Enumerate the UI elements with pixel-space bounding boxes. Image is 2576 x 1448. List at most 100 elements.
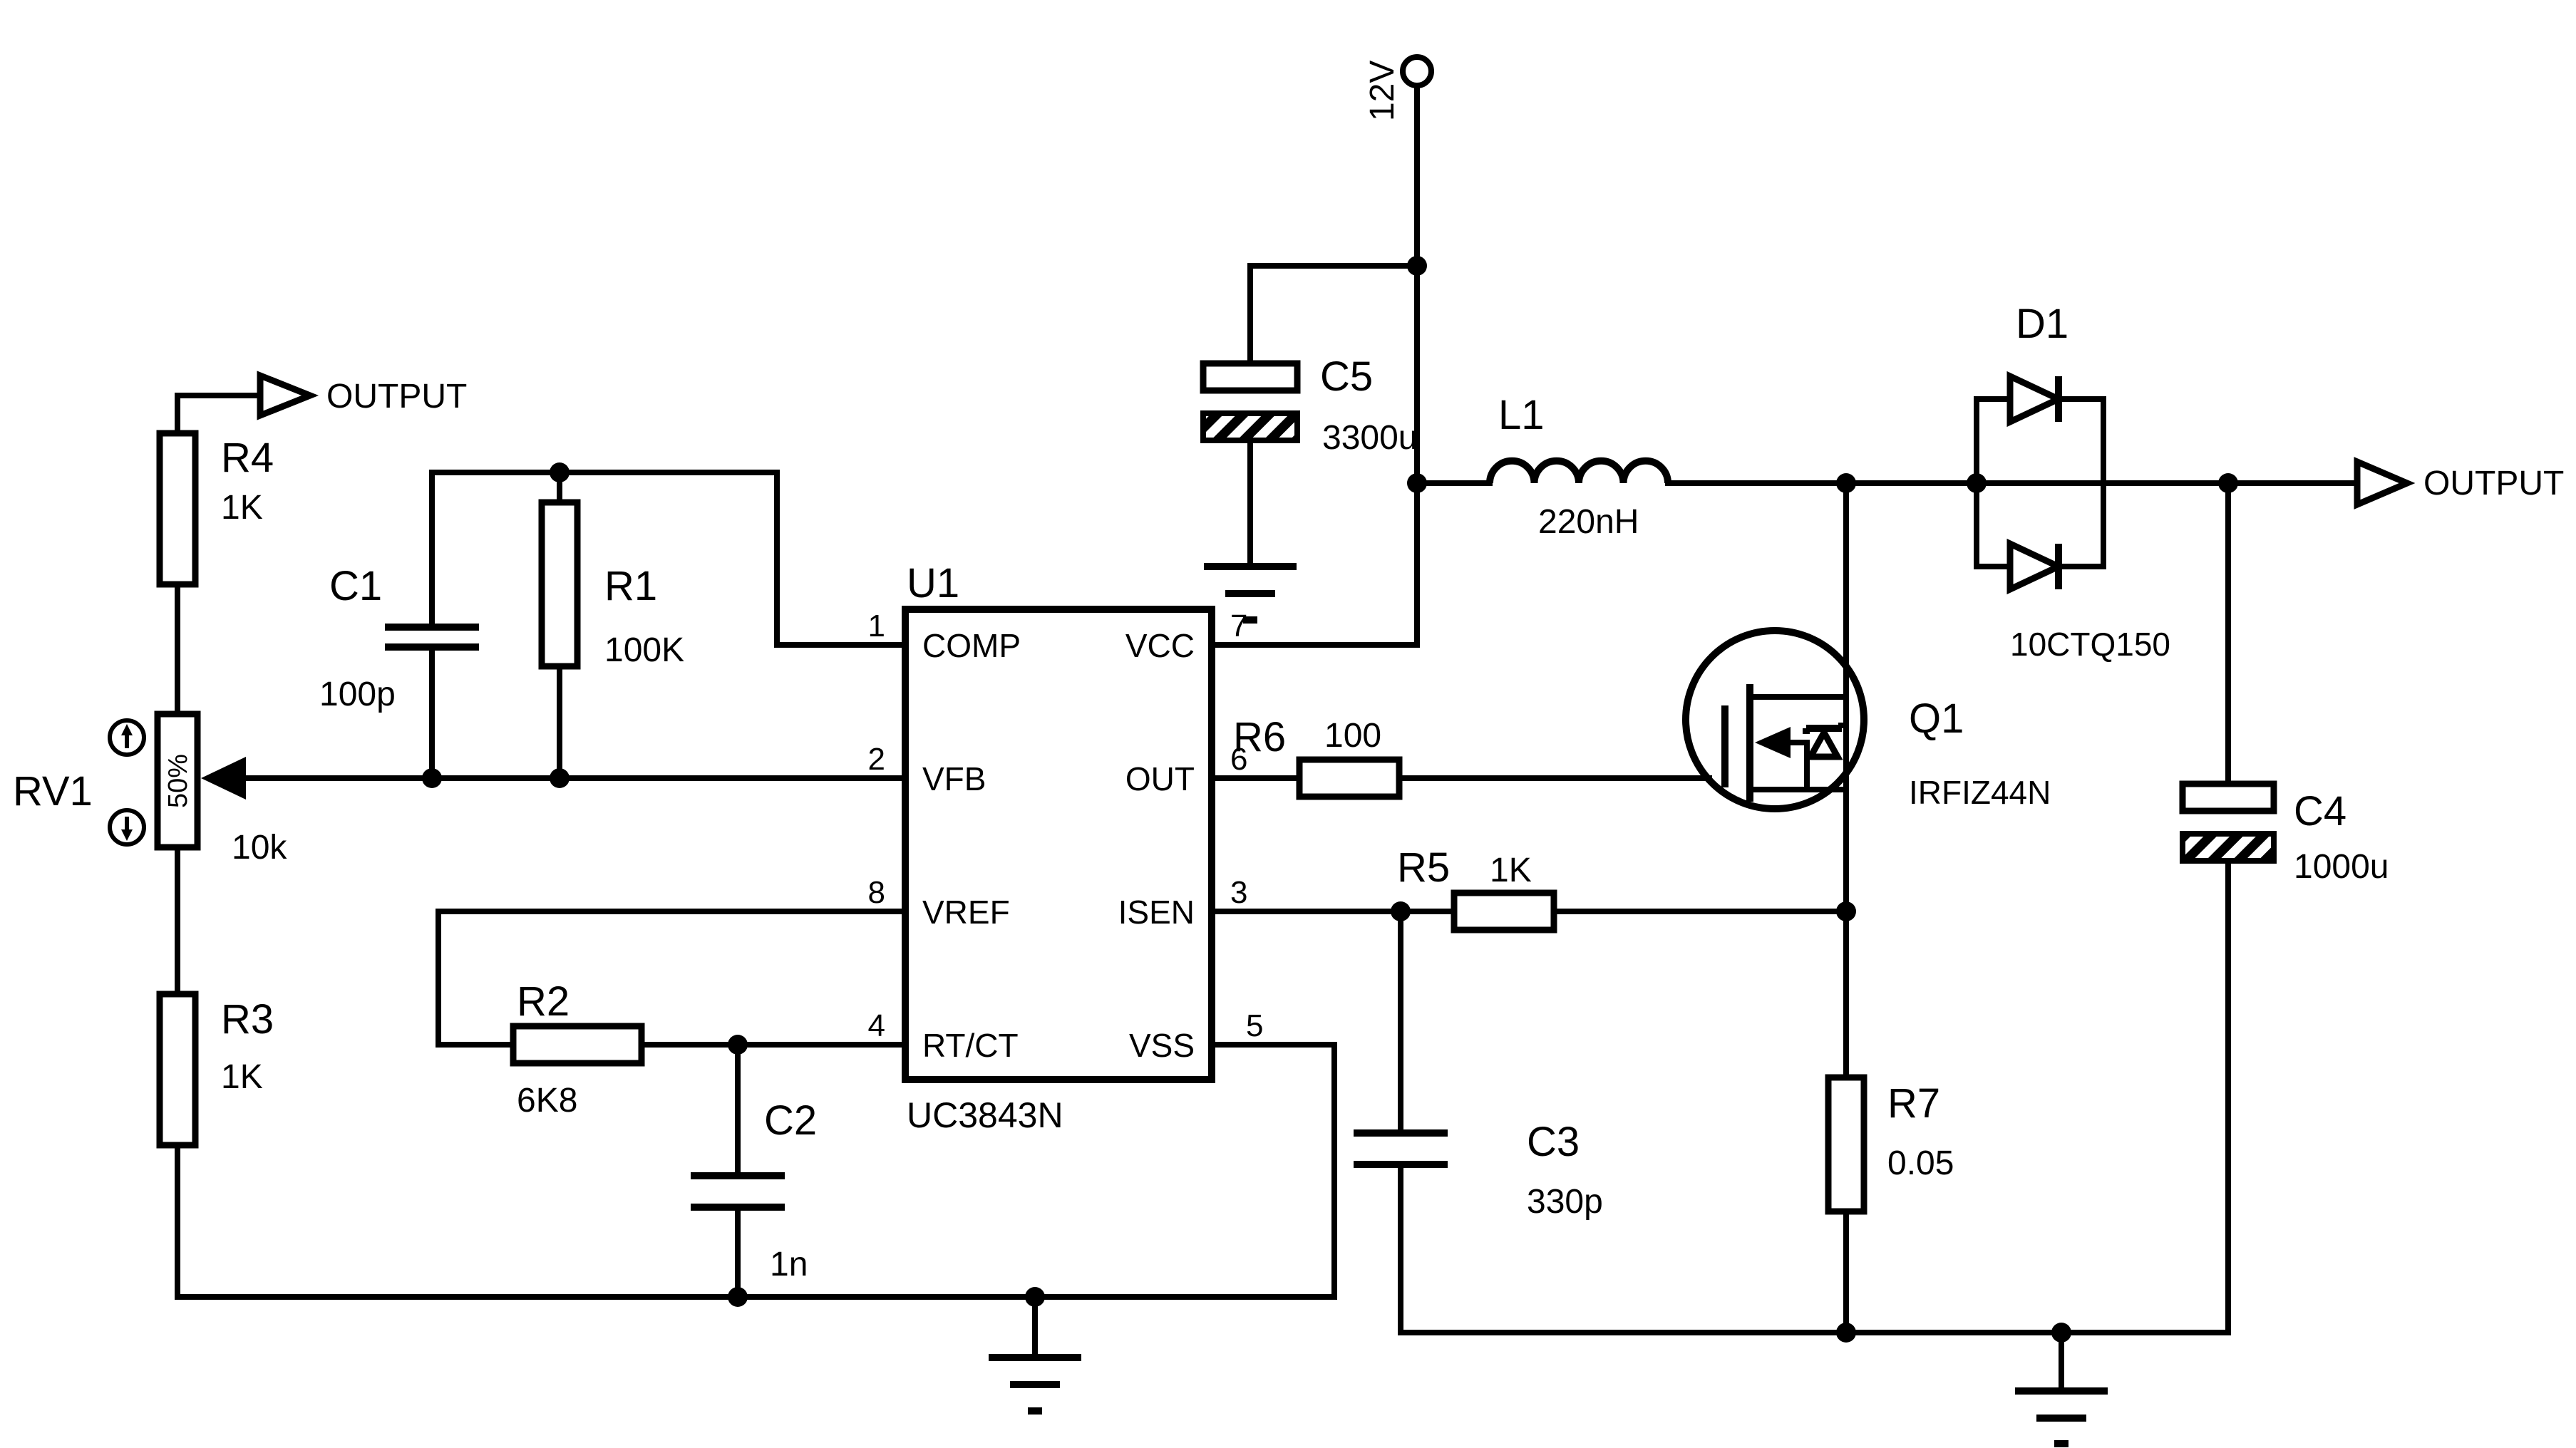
pin-name-vref: VREF (922, 894, 1010, 931)
pin-name-vss: VSS (1129, 1027, 1195, 1064)
c5-value: 3300u (1322, 419, 1417, 457)
capacitor-c4-negative-plate (2180, 831, 2277, 864)
r5-value: 1K (1490, 852, 1532, 889)
pin-name-out: OUT (1125, 760, 1195, 797)
q1-envelope (1682, 627, 1867, 812)
r3-value: 1K (221, 1058, 263, 1096)
supply-label: 12V (1364, 61, 1401, 121)
resistor-r3-body (156, 991, 199, 1149)
rv1-value: 10k (232, 829, 287, 867)
output-label-left: OUTPUT (326, 378, 467, 415)
wire-vref-rtct (436, 909, 908, 1048)
c3-value: 330p (1527, 1183, 1603, 1221)
wire-c5-branch (1247, 263, 1420, 366)
pin-num-7: 7 (1230, 609, 1247, 643)
q1-body-diode-bar (1803, 723, 1845, 734)
capacitor-c1-plates (385, 624, 479, 651)
timing-network: R2 6K8 C2 1n (436, 909, 1081, 1415)
c1-ref: C1 (329, 563, 382, 609)
wire-comp (429, 470, 908, 648)
rv1-down-arrow-head (121, 829, 133, 841)
mosfet-q1: R6 100 Q1 IRFIZ44N (1209, 480, 2051, 1080)
r4-value: 1K (221, 489, 263, 527)
rv1-up-arrow-head (121, 724, 133, 735)
d1-ref: D1 (2016, 301, 2068, 347)
d1-top-diode-icon (2006, 371, 2066, 428)
resistor-r5-body (1451, 889, 1557, 934)
rv1-ref: RV1 (13, 768, 93, 814)
pin-num-3: 3 (1230, 875, 1247, 910)
current-sense-network: R5 1K C3 330p R7 0.05 (1209, 844, 2231, 1447)
wire-vss-rail (175, 1042, 1337, 1300)
pin-num-4: 4 (868, 1008, 885, 1043)
rv1-wiper-arrow-icon (201, 757, 246, 800)
q1-part: IRFIZ44N (1909, 774, 2051, 811)
l1-value: 220nH (1538, 503, 1639, 541)
c2-ref: C2 (764, 1097, 817, 1144)
output-capacitor: C4 1000u (2179, 480, 2389, 1335)
u1-part-number: UC3843N (907, 1095, 1063, 1135)
r4-ref: R4 (221, 435, 274, 481)
output-terminal-left-icon (257, 371, 319, 420)
l1-ref: L1 (1498, 392, 1545, 438)
q1-body-diode-icon (1805, 725, 1843, 760)
pin-num-8: 8 (868, 875, 885, 910)
resistor-r6-body (1296, 756, 1403, 800)
ground-symbol-right (2015, 1330, 2108, 1447)
r7-ref: R7 (1887, 1080, 1940, 1127)
r6-ref: R6 (1233, 714, 1286, 760)
chip-u1: U1 UC3843N COMP VFB VREF RT/CT VCC OUT I… (868, 560, 1264, 1135)
feedback-network: C1 100p R1 100K (201, 470, 908, 800)
c2-value: 1n (770, 1246, 808, 1283)
u1-ref: U1 (907, 560, 959, 606)
capacitor-c5-negative-plate (1200, 410, 1300, 443)
resistor-r7-body (1825, 1074, 1867, 1215)
r1-ref: R1 (604, 563, 657, 609)
rv1-wiper-percent: 50% (163, 754, 193, 808)
output-label-right: OUTPUT (2423, 465, 2564, 502)
ground-symbol-left (989, 1294, 1081, 1415)
capacitor-c3-plates (1354, 1129, 1448, 1168)
pin-num-1: 1 (868, 609, 885, 643)
r7-value: 0.05 (1887, 1144, 1954, 1182)
wire-c3-and-ground-rail (1398, 909, 2231, 1335)
r2-ref: R2 (517, 978, 570, 1025)
q1-ref: Q1 (1909, 695, 1964, 742)
inductor-l1-coil (1486, 457, 1671, 484)
power-rail: L1 220nH D1 10CTQ150 OUTPUT (1414, 301, 2564, 663)
resistor-r1-body (538, 499, 581, 670)
c4-value: 1000u (2294, 848, 2389, 886)
ground-symbol-c5 (1204, 438, 1297, 624)
pin-name-isen: ISEN (1118, 894, 1195, 931)
resistor-r4-body (156, 430, 199, 588)
pin-name-rtct: RT/CT (922, 1027, 1019, 1064)
q1-substrate-arrow-icon (1755, 727, 1791, 758)
capacitor-c4-positive-plate (2179, 780, 2277, 814)
capacitor-c5-positive-plate (1200, 360, 1301, 394)
r2-value: 6K8 (517, 1082, 577, 1119)
wire-r4-to-output (175, 393, 263, 436)
q1-internal-leads (1747, 694, 1849, 792)
supply-terminal-icon (1400, 54, 1434, 88)
r1-value: 100K (604, 631, 684, 669)
r6-value: 100 (1324, 717, 1381, 755)
c5-ref: C5 (1320, 353, 1373, 400)
pin-num-6: 6 (1230, 742, 1247, 777)
junction-dots (422, 256, 2238, 1343)
pin-name-comp: COMP (922, 627, 1021, 664)
d1-leads (1974, 396, 2106, 569)
r3-ref: R3 (221, 996, 274, 1043)
supply-section: 12V C5 3300u (1200, 54, 1434, 648)
d1-bottom-diode-icon (2006, 538, 2066, 595)
diode-d1: D1 10CTQ150 (1974, 301, 2170, 663)
pin-num-5: 5 (1246, 1008, 1263, 1043)
c1-value: 100p (319, 676, 396, 713)
chip-u1-outline (902, 606, 1215, 1083)
c4-ref: C4 (2294, 788, 2346, 834)
capacitor-c2-plates (691, 1172, 785, 1211)
output-terminal-right-icon (2354, 457, 2416, 510)
left-output-branch: OUTPUT R4 1K 50% RV1 10k R3 1K (13, 371, 1337, 1300)
pin-name-vfb: VFB (922, 760, 986, 797)
